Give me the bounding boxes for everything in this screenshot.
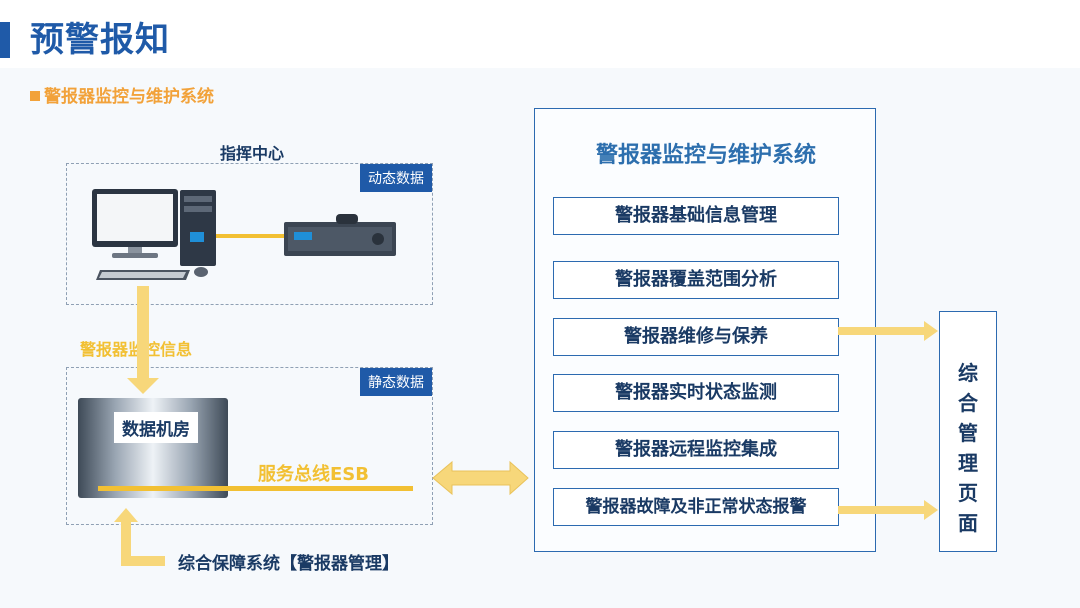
bidirectional-arrow [432,460,529,496]
support-system-arrow [114,508,165,566]
computer-tower-icon [180,190,216,266]
section-label-text: 警报器监控与维护系统 [44,87,214,107]
alarm-to-mgmt-arrow [838,500,938,520]
computer-monitor-icon [92,189,178,258]
monitor-info-arrow [127,286,159,394]
support-system-label: 综合保障系统【警报器管理】 [178,554,399,574]
esb-bus-label: 服务总线ESB [258,464,369,485]
keyboard-icon [96,270,190,280]
header: 预警报知 [0,0,1080,68]
monitoring-system-title: 警报器监控与维护系统 [595,143,816,168]
page-title: 预警报知 [30,20,170,60]
command-center-label: 指挥中心 [220,144,285,163]
siren-controller-icon [284,214,396,256]
datacenter-label: 数据机房 [114,412,198,443]
monitor-info-label: 警报器监控信息 [80,340,193,359]
system-item-maintenance: 警报器维修与保养 [553,318,839,356]
maintenance-to-mgmt-arrow [838,321,938,341]
section-label: 警报器监控与维护系统 [30,82,214,107]
esb-bus-line [98,486,413,491]
system-item-fault-alarm: 警报器故障及非正常状态报警 [553,488,839,526]
mouse-icon [194,267,208,277]
management-page-label: 综 合 管 理 页 面 [958,361,978,535]
square-bullet-icon [30,91,40,101]
system-item-remote-monitoring: 警报器远程监控集成 [553,431,839,469]
management-page-panel: 综 合 管 理 页 面 [939,311,997,552]
dynamic-data-tag: 动态数据 [360,164,432,192]
monitoring-system-panel: 警报器监控与维护系统 警报器基础信息管理 警报器覆盖范围分析 警报器维修与保养 … [534,108,876,552]
system-item-basic-info: 警报器基础信息管理 [553,197,839,235]
header-accent-bar [0,22,10,58]
static-data-box: 静态数据 [66,367,433,525]
command-center-box: 动态数据 [66,163,433,305]
system-item-realtime-status: 警报器实时状态监测 [553,374,839,412]
system-item-coverage-analysis: 警报器覆盖范围分析 [553,261,839,299]
static-data-tag: 静态数据 [360,368,432,396]
